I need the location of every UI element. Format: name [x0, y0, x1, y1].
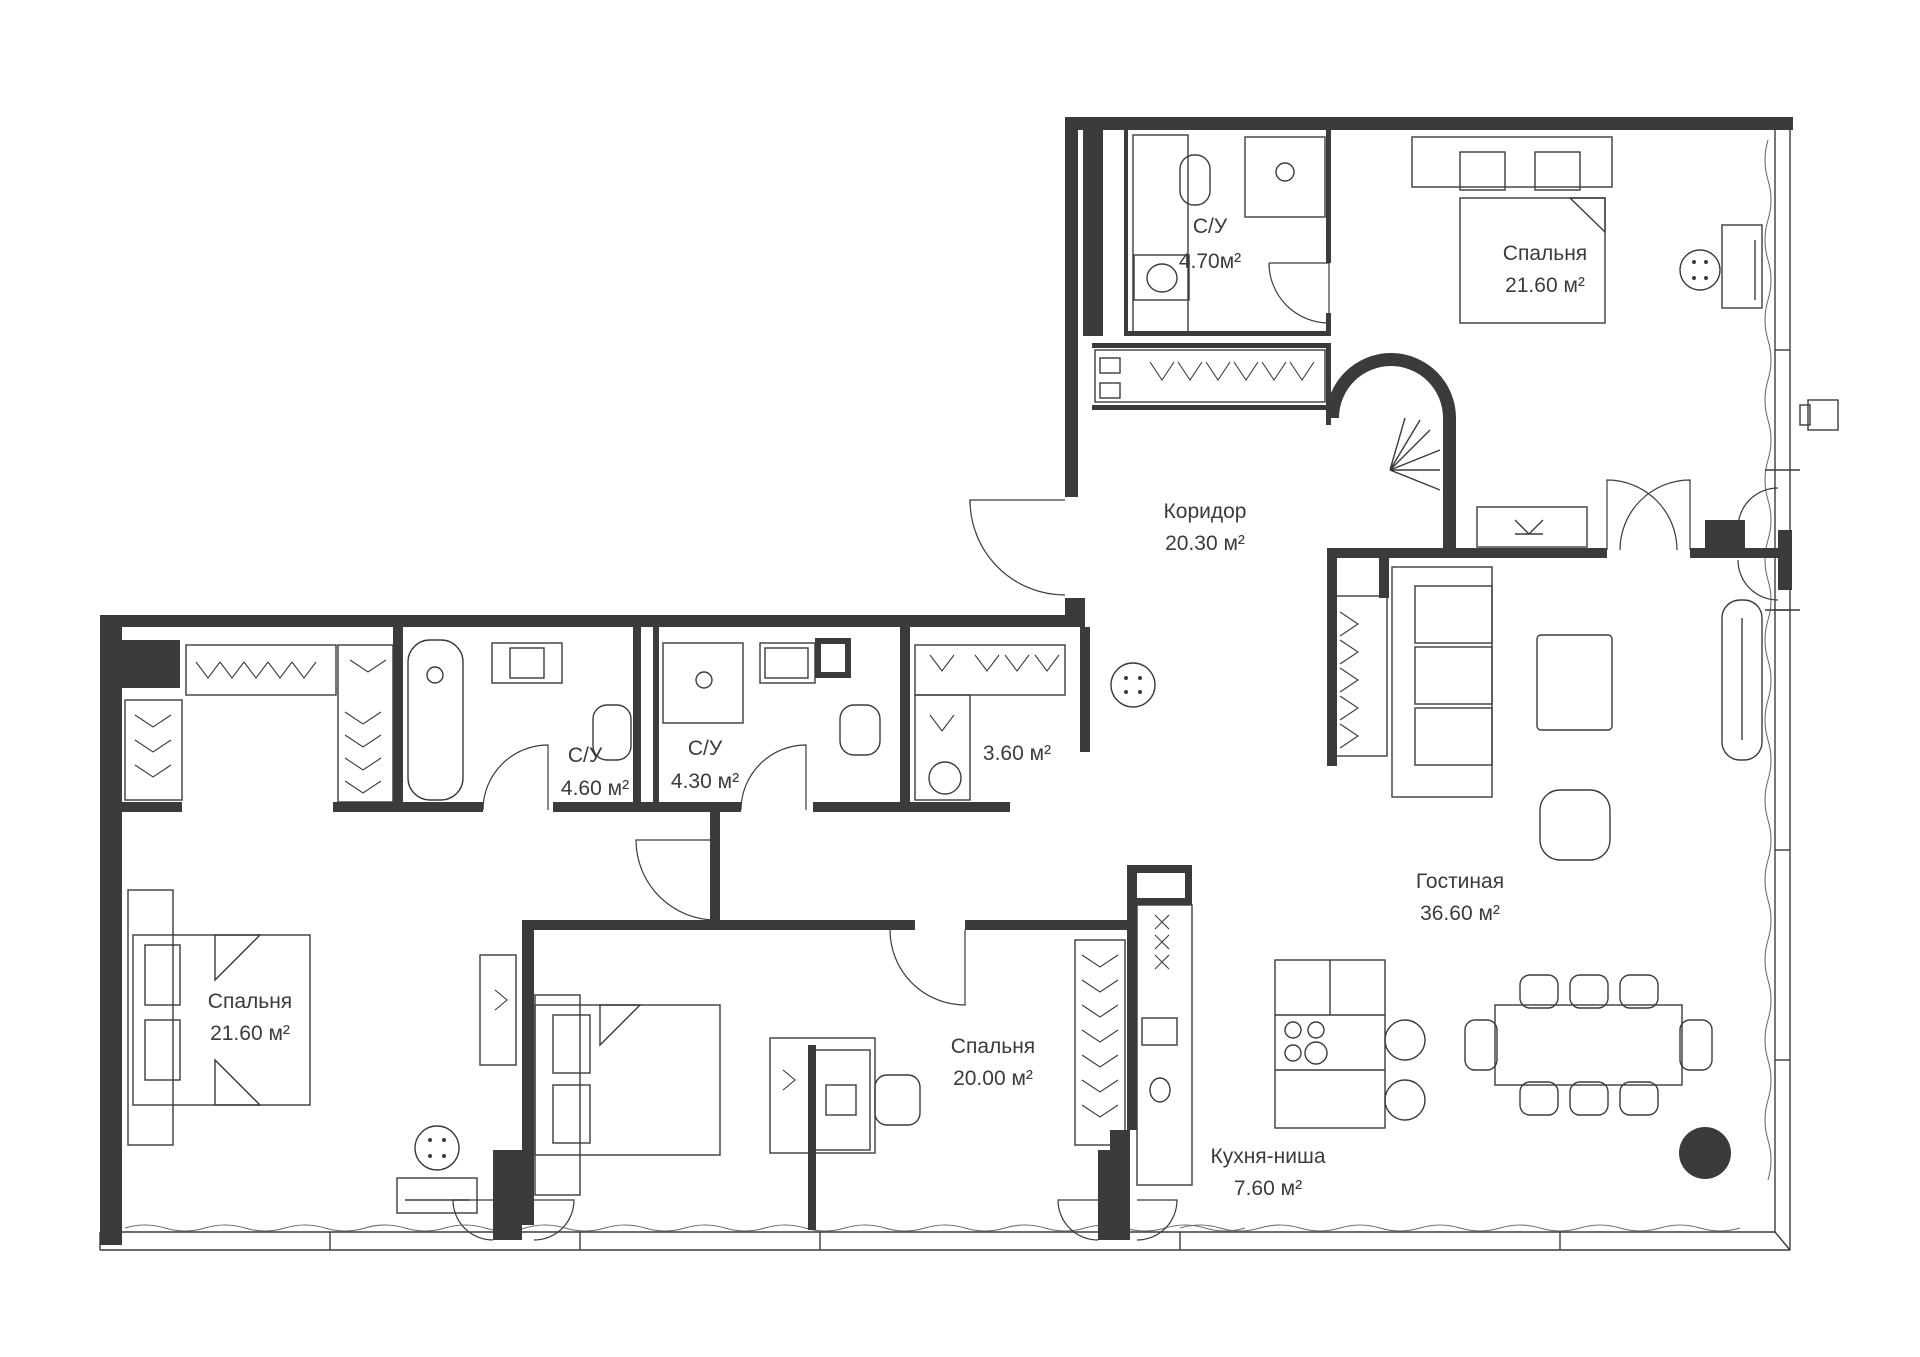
- room-area-living: 36.60 м²: [1420, 902, 1500, 925]
- room-name-corridor: Коридор: [1164, 500, 1247, 523]
- room-name-bath-left: С/У: [568, 744, 603, 767]
- room-name-bath-top: С/У: [1193, 215, 1228, 238]
- room-name-kitchen: Кухня-ниша: [1210, 1145, 1325, 1168]
- doors: [452, 262, 1800, 1241]
- room-area-closet: 3.60 м²: [983, 742, 1051, 765]
- room-area-bedroom-left: 21.60 м²: [210, 1022, 290, 1045]
- room-area-corridor: 20.30 м²: [1165, 532, 1245, 555]
- room-area-bath-mid: 4.30 м²: [671, 770, 739, 793]
- room-area-bath-left: 4.60 м²: [561, 777, 629, 800]
- room-name-bedroom-left: Спальня: [208, 990, 292, 1013]
- room-area-bedroom-mid: 20.00 м²: [953, 1067, 1033, 1090]
- room-area-bedroom-top: 21.60 м²: [1505, 274, 1585, 297]
- room-area-kitchen: 7.60 м²: [1234, 1177, 1302, 1200]
- curtains: [124, 139, 1772, 1232]
- room-area-bath-top: 4.70м²: [1179, 250, 1241, 273]
- window-glazing: [99, 121, 1791, 1251]
- walls: [100, 117, 1793, 1245]
- room-name-bedroom-top: Спальня: [1503, 242, 1587, 265]
- room-name-living: Гостиная: [1416, 870, 1504, 893]
- room-name-bedroom-mid: Спальня: [951, 1035, 1035, 1058]
- furniture: [124, 134, 1839, 1214]
- room-name-bath-mid: С/У: [688, 737, 723, 760]
- room-labels: С/У 4.70м² Спальня 21.60 м² Коридор 20.3…: [208, 215, 1587, 1200]
